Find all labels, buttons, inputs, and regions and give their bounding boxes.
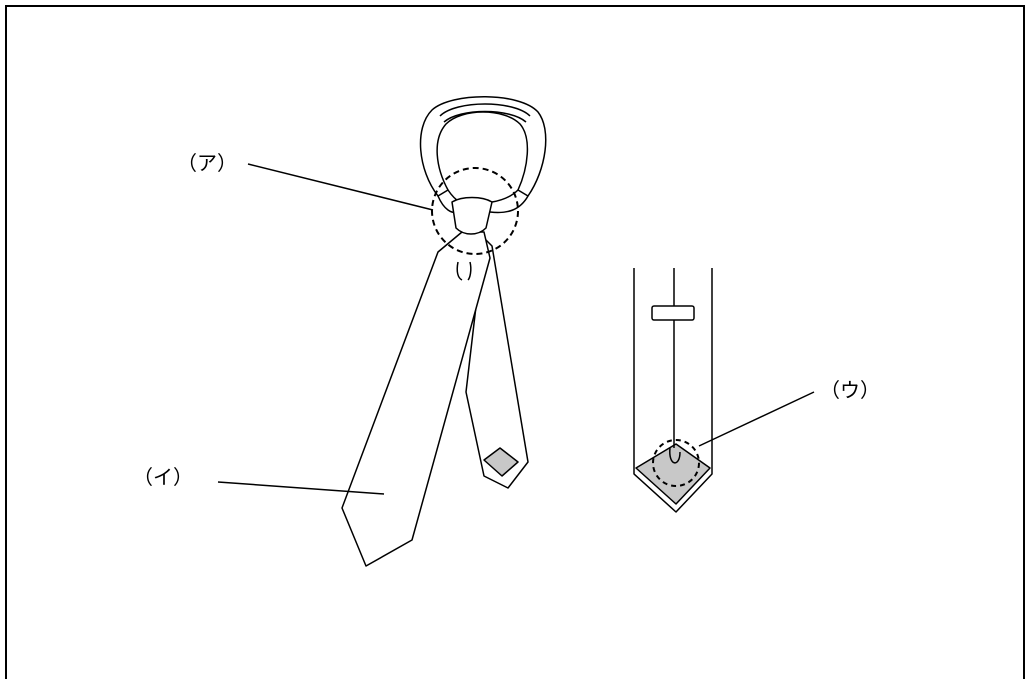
diagram-border [5, 5, 1025, 679]
label-u: （ウ） [820, 378, 880, 402]
tie-knot [451, 196, 493, 235]
back-blade [633, 268, 713, 513]
label-i: （イ） [133, 465, 193, 489]
keeper-loop [651, 305, 695, 321]
tied-necktie [341, 96, 547, 567]
label-a: （ア） [177, 151, 237, 175]
narrow-blade [465, 237, 529, 489]
leader-line-u [698, 391, 815, 447]
leader-line-i [217, 481, 385, 495]
tie-back-view [633, 268, 713, 513]
collar-right-side [489, 189, 529, 214]
collar-inner [439, 103, 531, 123]
narrow-blade-tip [483, 447, 519, 477]
circle-a [431, 167, 519, 255]
leader-line-a [247, 163, 434, 211]
knot-dimple [456, 261, 472, 281]
circle-u [652, 439, 700, 487]
collar-loop [419, 96, 547, 197]
wide-blade [341, 231, 491, 567]
back-tip-lining [635, 443, 711, 505]
bar-tack [669, 447, 681, 464]
